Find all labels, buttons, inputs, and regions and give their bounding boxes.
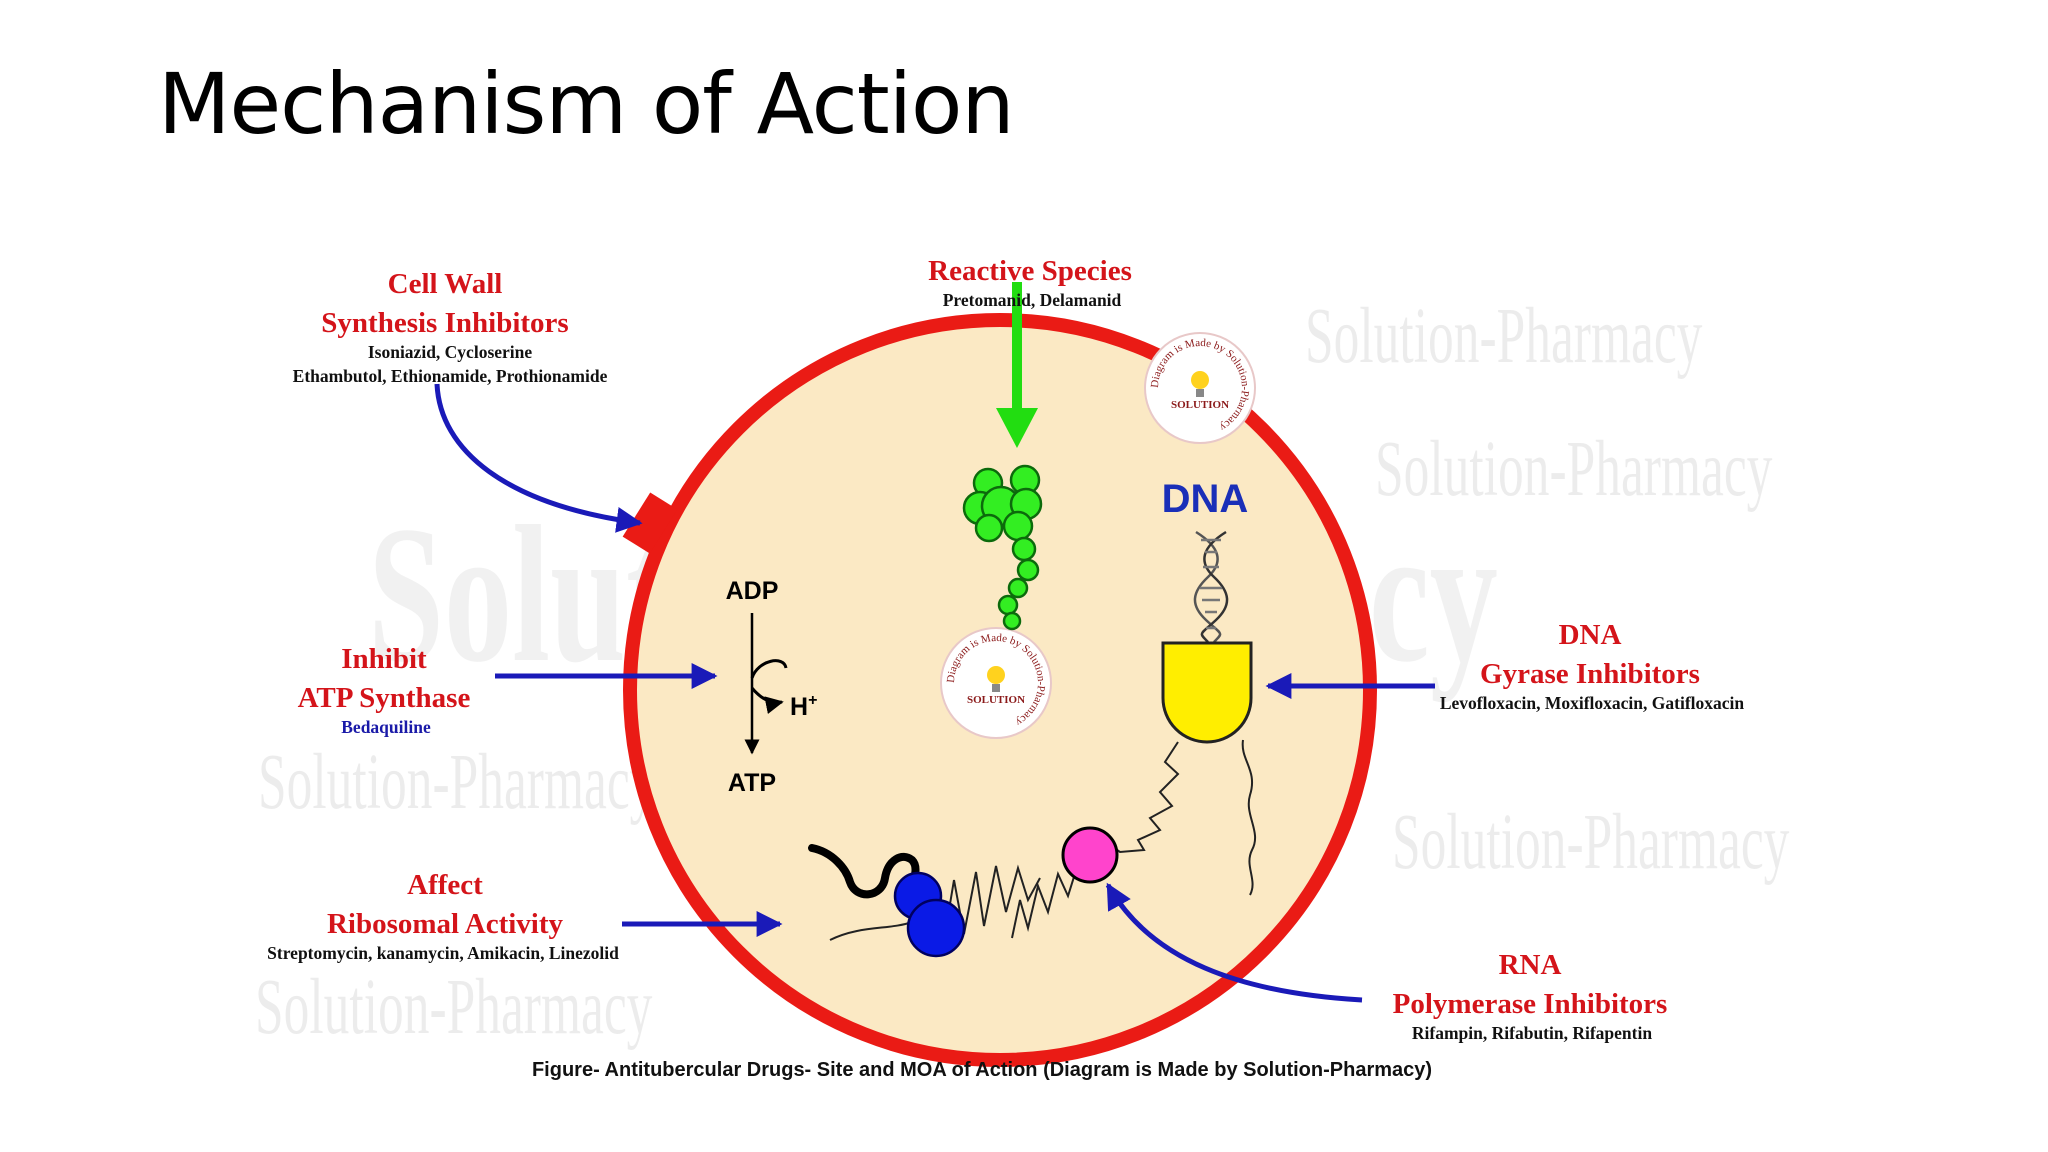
cell-wall-target-block	[622, 492, 678, 554]
cell-wall-drugs-line-1: Isoniazid, Cycloserine	[368, 342, 533, 362]
seal-brand: SOLUTION	[1171, 399, 1229, 411]
watermark-right-2: Solution-Pharmacy	[1392, 798, 1790, 886]
dna-gyrase-shape	[1161, 641, 1253, 744]
cell-wall-drugs-line-2: Ethambutol, Ethionamide, Prothionamide	[293, 366, 608, 386]
seal-center: Diagram is Made by Solution-Pharmacy SOL…	[940, 627, 1052, 739]
slide-title: Mechanism of Action	[158, 55, 1015, 153]
reactive-species-drugs: Pretomanid, Delamanid	[943, 290, 1122, 310]
hydrogen-symbol: H	[790, 693, 808, 721]
atp-title-line-1: Inhibit	[341, 643, 427, 675]
cell-wall-arrow	[434, 383, 643, 533]
gyrase-title-line-2: Gyrase Inhibitors	[1480, 658, 1700, 690]
cell-wall-title-line-1: Cell Wall	[388, 268, 503, 300]
ribosome-title-line-1: Affect	[407, 869, 483, 901]
seal-brand: SOLUTION	[967, 694, 1025, 706]
mrna-wave	[808, 844, 920, 899]
rna-polymerase-inhibitors-label: RNA Polymerase Inhibitors Rifampin, Rifa…	[1393, 949, 1668, 1043]
cell-wall-title-line-2: Synthesis Inhibitors	[321, 307, 568, 339]
dna-helix-icon	[1193, 530, 1229, 643]
ribosome-title-line-2: Ribosomal Activity	[327, 908, 564, 940]
rna-polymerase-arrow	[1105, 882, 1363, 1003]
hydrogen-label: H+	[790, 692, 817, 721]
cell-wall-inhibitors-label: Cell Wall Synthesis Inhibitors Isoniazid…	[293, 268, 608, 386]
rna-polymerase-circle	[1061, 826, 1119, 884]
h-release-curve	[750, 687, 784, 714]
hydrogen-charge: +	[808, 692, 817, 709]
watermark-left-1: Solution-Pharmacy	[258, 738, 656, 826]
reactive-species-label: Reactive Species Pretomanid, Delamanid	[928, 255, 1132, 310]
atp-drugs: Bedaquiline	[341, 717, 431, 737]
dna-gyrase-inhibitors-label: DNA Gyrase Inhibitors Levofloxacin, Moxi…	[1440, 619, 1745, 713]
ribosome-drugs: Streptomycin, kanamycin, Amikacin, Linez…	[267, 943, 619, 963]
adp-label: ADP	[726, 577, 779, 605]
rna-drugs: Rifampin, Rifabutin, Rifapentin	[1412, 1023, 1652, 1043]
watermark-left-2: Solution-Pharmacy	[255, 963, 653, 1051]
rna-title-line-2: Polymerase Inhibitors	[1393, 988, 1668, 1020]
rna-title-line-1: RNA	[1499, 949, 1562, 981]
h-release-arrow	[750, 659, 788, 679]
watermark-top-right: Solution-Pharmacy	[1305, 292, 1703, 380]
atp-title-line-2: ATP Synthase	[298, 682, 471, 714]
atp-label: ATP	[728, 769, 776, 797]
dna-label: DNA	[1162, 477, 1249, 521]
watermark-right-1: Solution-Pharmacy	[1375, 425, 1773, 513]
figure-caption: Figure- Antitubercular Drugs- Site and M…	[532, 1059, 1432, 1081]
gyrase-drugs: Levofloxacin, Moxifloxacin, Gatifloxacin	[1440, 693, 1745, 713]
seal-top-right: Diagram is Made by Solution-Pharmacy SOL…	[1144, 332, 1256, 444]
reactive-species-title: Reactive Species	[928, 255, 1132, 287]
ribosome-large-subunit	[906, 898, 966, 958]
reactive-species-cluster	[962, 464, 1043, 631]
reactive-species-arrowhead	[996, 408, 1038, 448]
gyrase-title-line-1: DNA	[1559, 619, 1622, 651]
atp-synthase-inhibitor-label: Inhibit ATP Synthase Bedaquiline	[298, 643, 471, 737]
ribosomal-activity-label: Affect Ribosomal Activity Streptomycin, …	[267, 869, 619, 963]
